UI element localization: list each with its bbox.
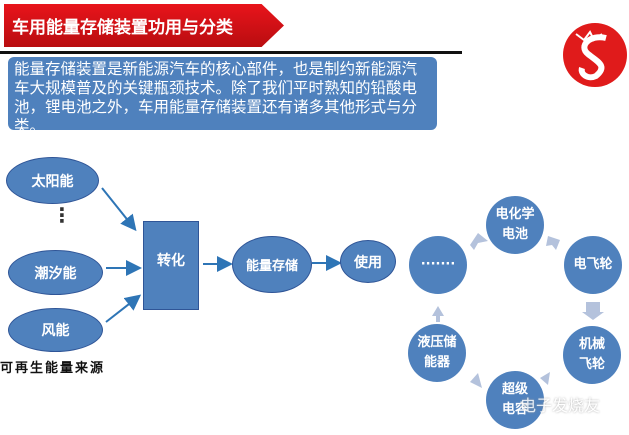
convert-box: 转化 [143, 221, 199, 310]
arrow-wind-convert [105, 294, 142, 323]
cycle-arrow-3 [582, 302, 604, 320]
cycle-electrochemical-battery: 电化学 电池 [486, 196, 544, 254]
cycle-arrow-2 [546, 236, 560, 250]
logo-icon [563, 23, 627, 87]
use-node: 使用 [340, 240, 396, 283]
cycle-arrow-1 [470, 233, 488, 250]
cycle-mechanical-flywheel: 机械 飞轮 [563, 326, 621, 384]
sources-ellipsis: ⋮ [52, 203, 72, 227]
cycle-other: ······· [409, 236, 467, 294]
source-solar: 太阳能 [6, 157, 99, 204]
divider [0, 51, 462, 54]
page-title: 车用能量存储装置功用与分类 [12, 18, 233, 38]
title-banner [4, 4, 284, 47]
arrow-solar-convert [101, 187, 137, 232]
storage-node: 能量存储 [232, 236, 312, 293]
cycle-arrow-4 [540, 372, 550, 385]
cycle-electric-flywheel: 电飞轮 [564, 236, 622, 294]
watermark: 电子发烧友 [520, 396, 601, 415]
cycle-hydraulic-accumulator: 液压储 能器 [408, 324, 466, 382]
cycle-arrow-6 [432, 306, 444, 322]
intro-text: 能量存储装置是新能源汽车的核心部件，也是制约新能源汽车大规模普及的关键瓶颈技术。… [8, 57, 437, 135]
cycle-arrow-5 [470, 373, 482, 388]
source-wind: 风能 [8, 308, 103, 352]
sources-label: 可再生能量来源 [0, 361, 106, 376]
source-tidal: 潮汐能 [8, 250, 103, 295]
cycle-supercapacitor: 超级 电容 [486, 371, 544, 429]
convert-label: 转化 [157, 253, 185, 269]
